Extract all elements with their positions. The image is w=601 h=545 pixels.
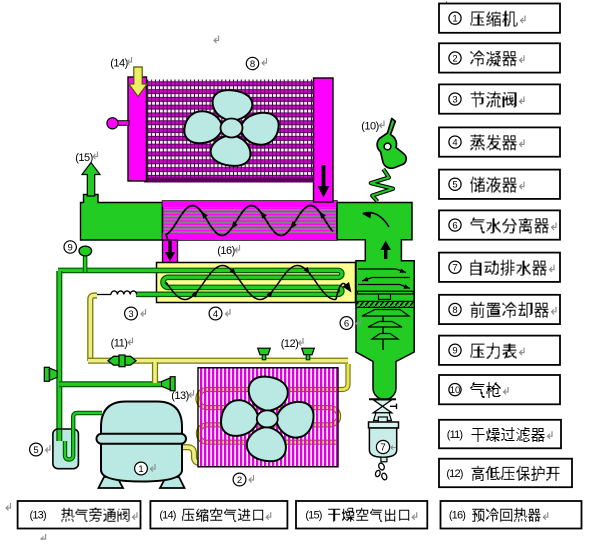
- svg-text:8: 8: [452, 305, 457, 316]
- svg-text:6: 6: [344, 318, 349, 329]
- svg-text:4: 4: [213, 309, 218, 320]
- svg-text:(13): (13): [171, 390, 189, 402]
- svg-text:7: 7: [380, 443, 386, 454]
- svg-text:(11): (11): [111, 337, 128, 349]
- svg-text:(16): (16): [217, 245, 235, 257]
- svg-text:(12): (12): [281, 338, 299, 350]
- svg-text:(10): (10): [361, 120, 379, 132]
- svg-text:5: 5: [452, 180, 457, 191]
- svg-text:(14): (14): [110, 57, 128, 69]
- svg-text:8: 8: [250, 59, 255, 70]
- svg-text:(15): (15): [75, 152, 93, 164]
- svg-text:(14): (14): [159, 510, 175, 522]
- svg-text:4: 4: [452, 137, 457, 148]
- svg-text:9: 9: [68, 242, 73, 253]
- svg-text:(15): (15): [305, 510, 321, 522]
- svg-text:2: 2: [237, 475, 242, 486]
- svg-text:(11): (11): [447, 429, 463, 441]
- svg-text:9: 9: [452, 346, 457, 357]
- svg-text:1: 1: [138, 464, 143, 475]
- svg-text:(16): (16): [449, 510, 465, 522]
- svg-text:3: 3: [128, 309, 133, 320]
- svg-text:6: 6: [452, 220, 457, 231]
- svg-text:3: 3: [452, 94, 457, 105]
- svg-text:1: 1: [452, 14, 457, 25]
- svg-text:(13): (13): [30, 510, 46, 522]
- svg-text:7: 7: [452, 263, 457, 274]
- svg-text:10: 10: [450, 385, 461, 396]
- svg-text:2: 2: [452, 53, 457, 64]
- svg-text:5: 5: [33, 445, 38, 456]
- svg-text:(12): (12): [446, 468, 462, 480]
